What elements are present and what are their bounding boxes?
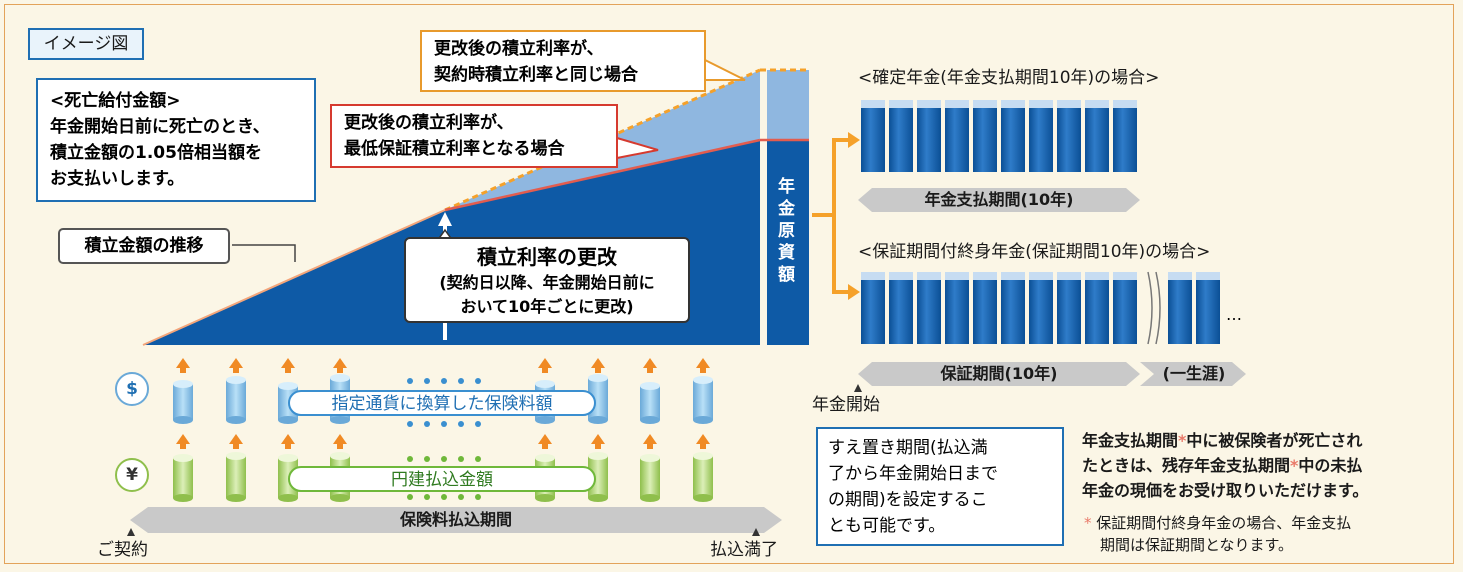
deferral-note-line3: の期間)を設定するこ: [828, 490, 988, 510]
deferral-note-line1: すえ置き期間(払込満: [828, 438, 988, 458]
deferral-note-line2: 了から年金開始日まで: [828, 464, 998, 484]
callout-same-line2: 契約時積立利率と同じ場合: [434, 65, 638, 85]
footnote-line2: 期間は保証期間となります。: [1100, 536, 1294, 554]
yen-currency-icon: ¥: [115, 458, 149, 492]
death-payment-line2a: たときは、残存年金支払期間: [1082, 456, 1291, 475]
death-benefit-title: <死亡給付金額>: [50, 91, 181, 111]
death-benefit-line1: 年金開始日前に死亡のとき、: [50, 117, 270, 137]
death-payment-line1b: 中に被保険者が死亡され: [1186, 431, 1363, 450]
dollar-currency-icon: $: [115, 372, 149, 406]
fixed-annuity-slabs: [861, 100, 1137, 172]
fixed-period-band: [858, 188, 1140, 212]
fixed-annuity-header: <確定年金(年金支払期間10年)の場合>: [858, 68, 1160, 88]
footnote: * 保証期間付終身年金の場合、年金支払 期間は保証期間となります。: [1084, 512, 1454, 556]
callout-min-rate: 更改後の積立利率が、 最低保証積立利率となる場合: [330, 104, 618, 168]
yen-payment-label: 円建払込金額: [288, 466, 596, 492]
pension-start-label: 年金開始: [812, 395, 880, 415]
premium-period-label: 保険料払込期間: [399, 510, 512, 529]
footnote-line1: 保証期間付終身年金の場合、年金支払: [1096, 514, 1352, 532]
rate-renewal-box: 積立利率の更改 (契約日以降、年金開始日前に おいて10年ごとに更改): [404, 237, 690, 323]
callout-same-line1: 更改後の積立利率が、: [434, 39, 604, 59]
death-payment-line2b: 中の未払: [1298, 456, 1363, 475]
outer-frame: [4, 4, 1454, 564]
lifetime-label: (一生涯): [1162, 364, 1226, 383]
pension-principal-label: 年金原資額: [778, 177, 795, 285]
contract-label: ご契約: [97, 540, 148, 560]
asterisk-mark: *: [1178, 431, 1187, 450]
death-benefit-line3: お支払いします。: [50, 169, 185, 189]
accumulation-trend-label: 積立金額の推移: [58, 228, 230, 264]
guaranteed-annuity-header: <保証期間付終身年金(保証期間10年)の場合>: [858, 242, 1211, 262]
asterisk-mark: *: [1290, 456, 1299, 475]
min-rate-line: [444, 138, 761, 212]
death-payment-line1a: 年金支払期間: [1082, 431, 1179, 450]
guarantee-period-band: [858, 362, 1140, 386]
guarantee-period-label: 保証期間(10年): [940, 364, 1058, 383]
payment-complete-label: 払込満了: [710, 540, 778, 560]
death-benefit-line2: 積立金額の1.05倍相当額を: [50, 143, 262, 163]
guaranteed-annuity-slabs: [861, 271, 1220, 345]
rate-renewal-title: 積立利率の更改: [477, 245, 617, 269]
callout-min-line2: 最低保証積立利率となる場合: [344, 139, 565, 159]
ellipsis: …: [1226, 305, 1242, 324]
footnote-asterisk: *: [1084, 514, 1092, 532]
fixed-payment-period-label: 年金支払期間(10年): [924, 190, 1074, 209]
callout-same-rate: 更改後の積立利率が、 契約時積立利率と同じ場合: [420, 30, 706, 92]
death-payment-line3: 年金の現価をお受け取りいただけます。: [1082, 481, 1369, 500]
deferral-note-box: すえ置き期間(払込満 了から年金開始日まで の期間)を設定するこ とも可能です。: [816, 427, 1064, 546]
premium-period-band: [130, 507, 782, 533]
deferral-note-line4: とも可能です。: [828, 516, 946, 536]
rate-renewal-line2: おいて10年ごとに更改): [460, 297, 634, 316]
image-tag: イメージ図: [28, 28, 144, 60]
callout-min-line1: 更改後の積立利率が、: [344, 113, 514, 133]
death-benefit-box: <死亡給付金額> 年金開始日前に死亡のとき、 積立金額の1.05倍相当額を お支…: [36, 78, 316, 202]
rate-renewal-line1: (契約日以降、年金開始日前に: [439, 273, 655, 292]
converted-premium-label: 指定通貨に換算した保険料額: [288, 390, 596, 416]
lifetime-band: [1140, 362, 1246, 386]
death-during-payment-text: 年金支払期間*中に被保険者が死亡され たときは、残存年金支払期間*中の未払 年金…: [1082, 428, 1452, 503]
